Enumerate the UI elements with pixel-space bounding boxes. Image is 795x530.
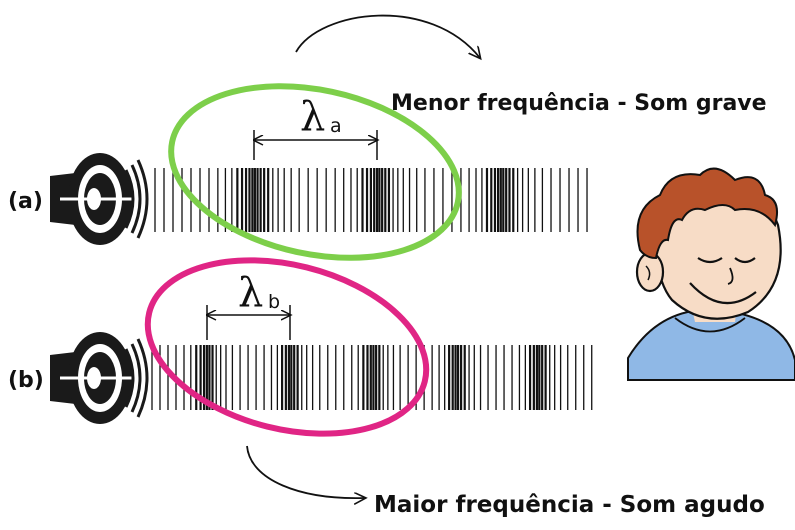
wave-b-compressions: [151, 345, 593, 410]
speaker-icon-b: [50, 332, 149, 424]
wave-a-compressions: [154, 168, 588, 232]
lambda-a-subscript: a: [330, 115, 342, 137]
ellipse-highlight-b: [144, 257, 430, 437]
ellipse-highlight-a: [168, 83, 462, 261]
bottom-caption: Maior frequência - Som agudo: [374, 492, 765, 518]
speaker-icon-a: [50, 153, 149, 245]
lambda-b-subscript: b: [268, 291, 280, 313]
lambda-b-symbol: λ: [238, 270, 263, 316]
row-a-label: (a): [8, 189, 43, 214]
curved-arrow-bottom: [246, 445, 365, 498]
curved-arrow-top: [295, 14, 480, 58]
top-caption: Menor frequência - Som grave: [391, 91, 767, 116]
listener-face-icon: [627, 167, 795, 381]
row-b-label: (b): [8, 368, 44, 393]
lambda-a-symbol: λ: [300, 94, 325, 140]
